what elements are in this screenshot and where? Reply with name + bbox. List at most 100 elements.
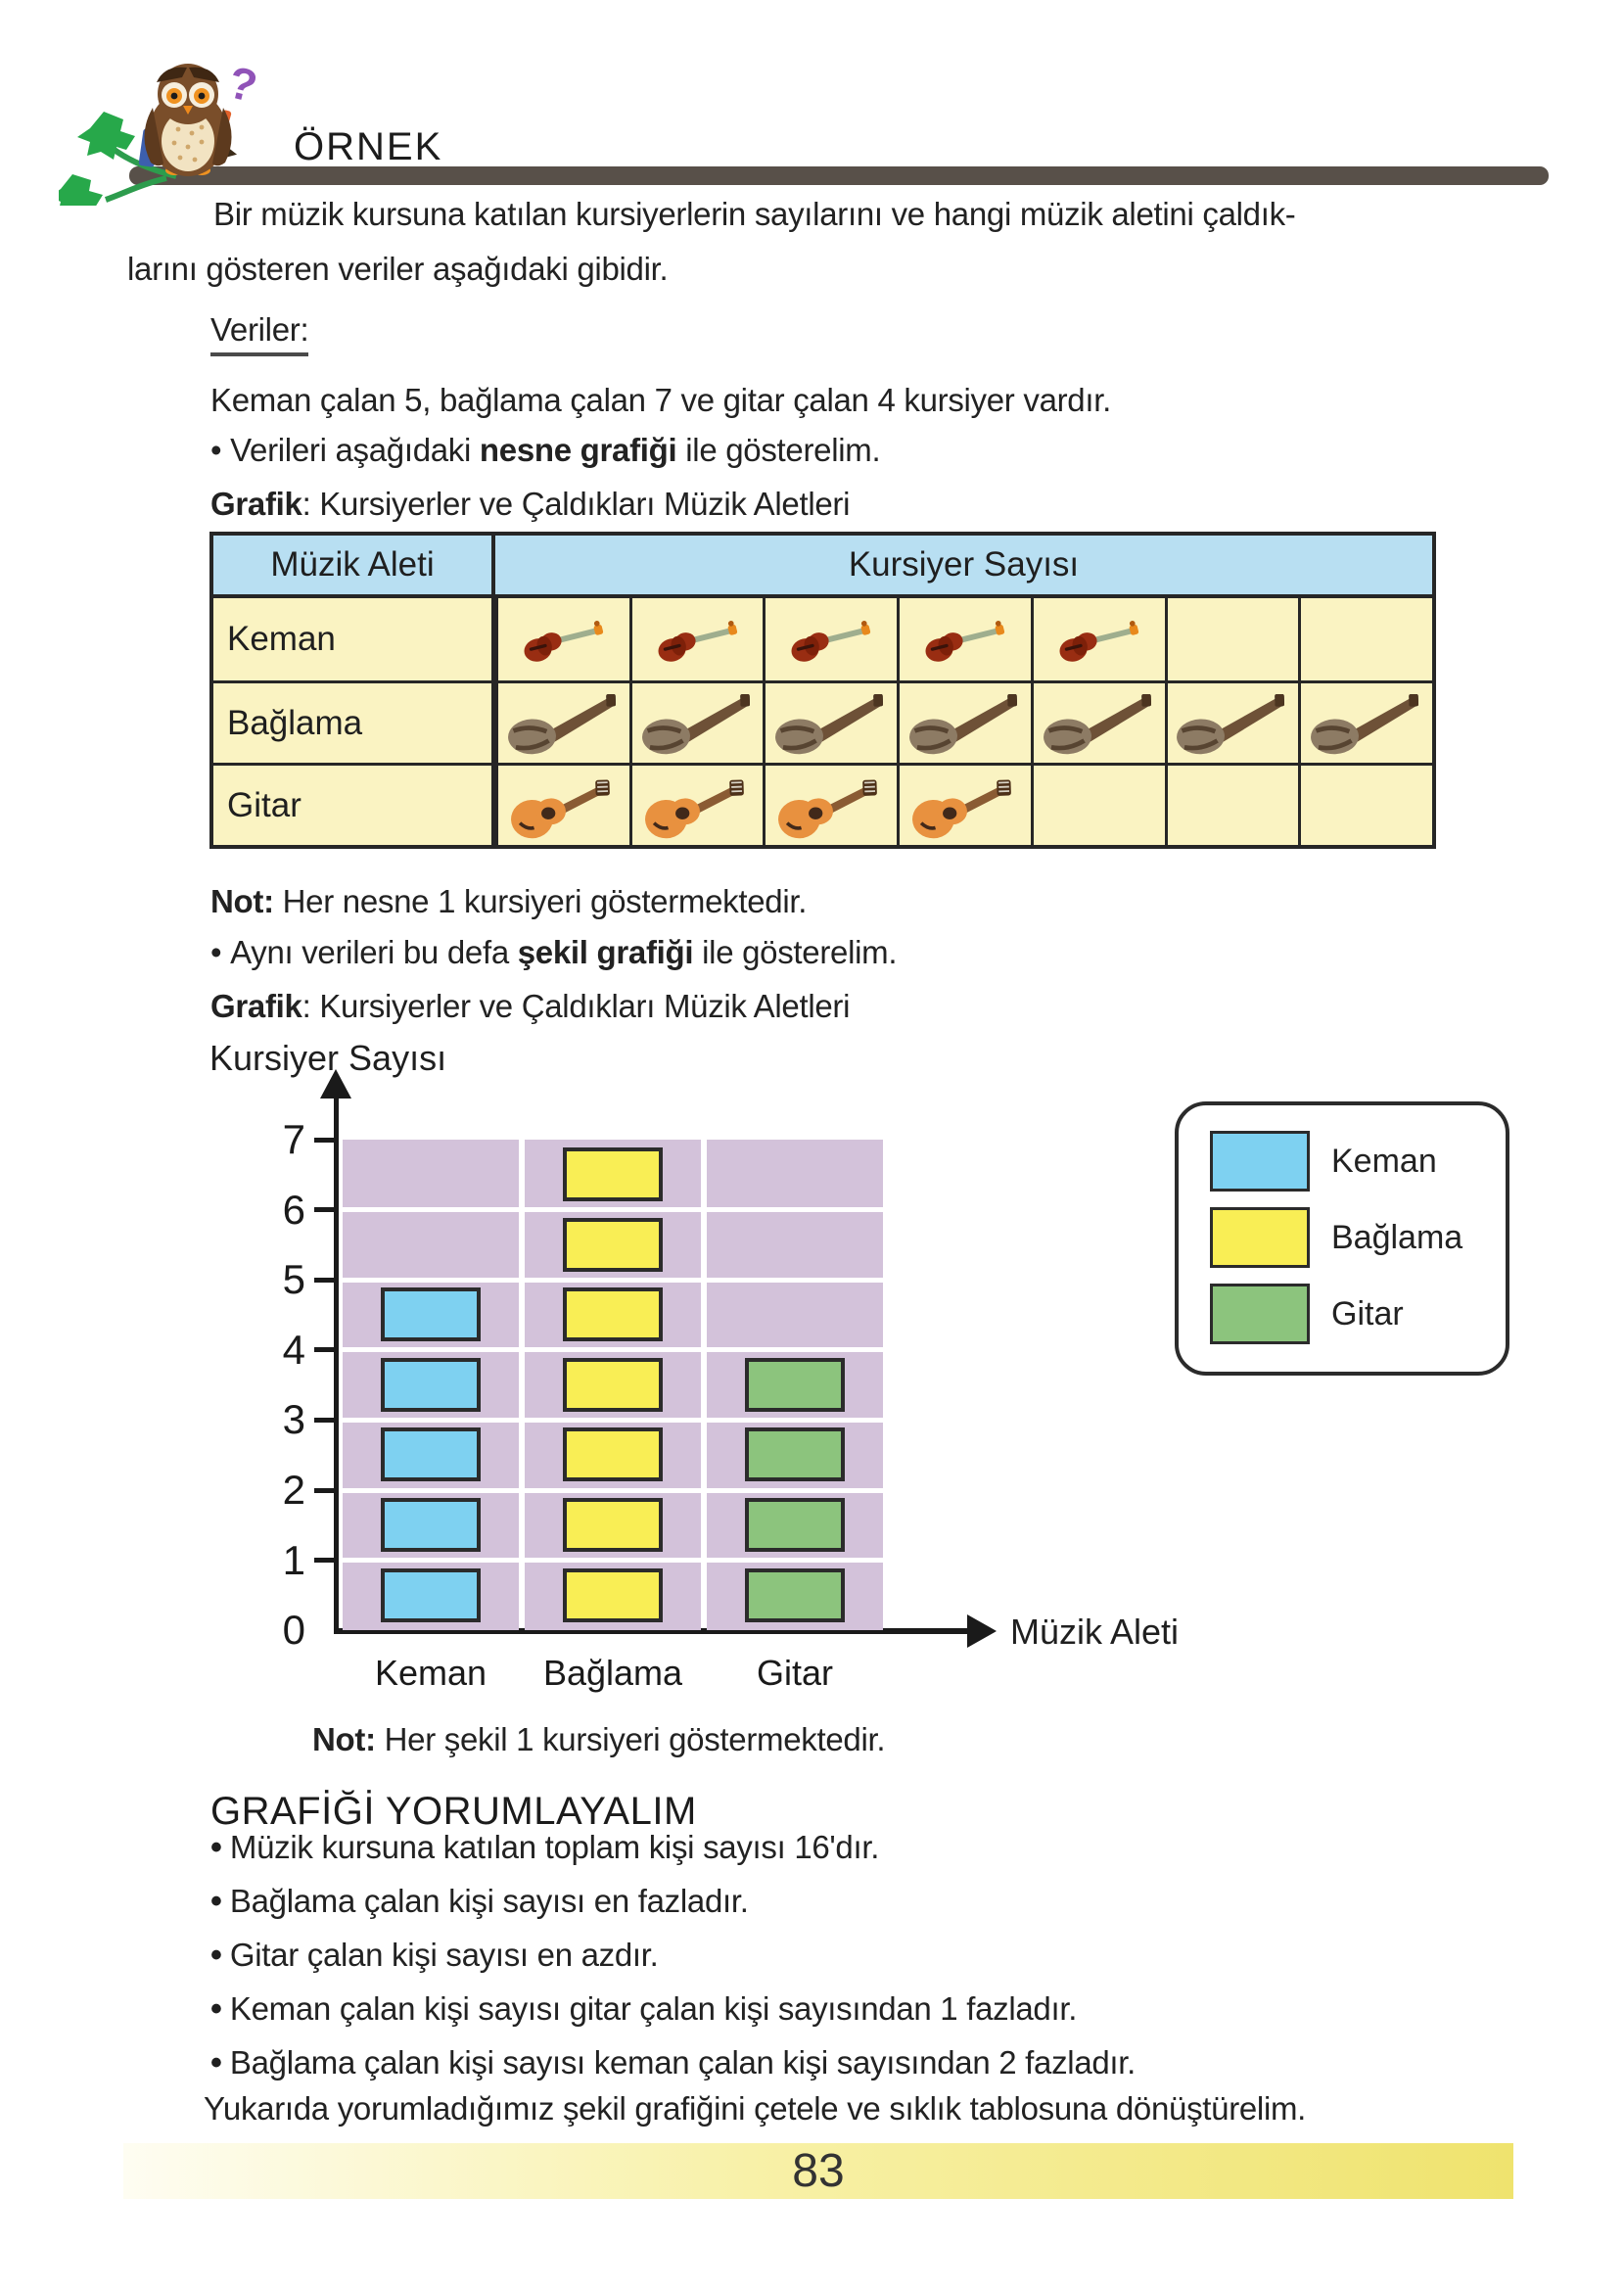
example-heading: ÖRNEK	[294, 125, 443, 168]
unit-square	[745, 1567, 845, 1622]
x-category-label: Gitar	[756, 1653, 833, 1693]
x-category-label: Keman	[374, 1653, 487, 1693]
y-tick-mark	[314, 1417, 335, 1423]
baglama-icon	[637, 692, 759, 755]
y-tick-label: 7	[282, 1116, 305, 1162]
x-axis-line	[334, 1628, 968, 1634]
baglama-icon	[1172, 692, 1293, 755]
bullet-text: Bağlama çalan kişi sayısı keman çalan ki…	[229, 2044, 1137, 2081]
baglama-icon	[503, 692, 625, 755]
interpret-bullets: •Müzik kursuna katılan toplam kişi sayıs…	[210, 1829, 1136, 2098]
violin-icon	[649, 610, 747, 669]
unit-square	[563, 1498, 663, 1552]
intro-line-2: larını gösteren veriler aşağıdaki gibidi…	[127, 251, 669, 287]
unit-square	[563, 1567, 663, 1622]
baglama-icon	[905, 692, 1026, 755]
unit-square	[563, 1217, 663, 1272]
bullet-icon: •	[210, 1829, 222, 1866]
leaf	[77, 112, 135, 160]
y-tick-mark	[314, 1207, 335, 1213]
bullet-text: Keman çalan kişi sayısı gitar çalan kişi…	[229, 1990, 1078, 2027]
row-label: Gitar	[213, 766, 495, 845]
object-cell	[1164, 598, 1299, 680]
object-cell	[495, 598, 629, 680]
object-cell	[1164, 683, 1299, 763]
legend-item: Keman	[1210, 1131, 1506, 1192]
x-axis-title: Müzik Aleti	[1010, 1612, 1180, 1652]
y-tick-mark	[314, 1137, 335, 1143]
object-cell	[628, 598, 764, 680]
interpret-bullet: •Müzik kursuna katılan toplam kişi sayıs…	[210, 1829, 1136, 1883]
legend-label: Bağlama	[1331, 1218, 1463, 1256]
interpret-heading: GRAFİĞİ YORUMLAYALIM	[210, 1790, 697, 1833]
intro-line-1: Bir müzik kursuna katılan kursiyerlerin …	[213, 196, 1296, 232]
object-graph-row: Keman	[213, 598, 1432, 680]
gridline	[341, 1277, 885, 1283]
object-cell	[897, 683, 1031, 763]
object-cell	[628, 766, 764, 845]
legend-label: Keman	[1331, 1142, 1437, 1180]
object-cell	[1030, 598, 1165, 680]
y-tick-mark	[314, 1487, 335, 1493]
object-cell	[1298, 766, 1432, 845]
unit-square	[745, 1427, 845, 1482]
y-tick-mark	[314, 1558, 335, 1564]
unit-square	[745, 1498, 845, 1552]
violin-icon	[1050, 610, 1148, 669]
bullet-text: Bağlama çalan kişi sayısı en fazladır.	[229, 1883, 749, 1919]
unit-square	[381, 1287, 481, 1342]
object-cell	[897, 766, 1031, 845]
unit-square	[381, 1427, 481, 1482]
interpret-bullet: •Bağlama çalan kişi sayısı en fazladır.	[210, 1883, 1136, 1937]
baglama-icon	[1306, 692, 1427, 755]
violin-icon	[782, 610, 880, 669]
unit-square	[563, 1147, 663, 1201]
legend-item: Gitar	[1210, 1284, 1506, 1344]
footer-bar: 83	[123, 2143, 1513, 2199]
guitar-icon	[507, 772, 621, 839]
bullet-icon: •	[210, 1990, 222, 2028]
y-tick-mark	[314, 1277, 335, 1283]
legend-label: Gitar	[1331, 1294, 1404, 1333]
shape-graph-bullet: • Aynı verileri bu defa şekil grafiği il…	[210, 934, 898, 970]
unit-square	[381, 1567, 481, 1622]
shape-graph-caption: Grafik: Kursiyerler ve Çaldıkları Müzik …	[210, 988, 851, 1024]
interpret-bullet: •Gitar çalan kişi sayısı en azdır.	[210, 1937, 1136, 1990]
column-header-instrument: Müzik Aleti	[213, 536, 495, 594]
legend-swatch	[1210, 1131, 1310, 1192]
unit-square	[563, 1357, 663, 1412]
guitar-icon	[774, 772, 888, 839]
y-tick-label: 5	[282, 1256, 305, 1303]
leaf	[59, 174, 103, 206]
interpret-bullet: •Keman çalan kişi sayısı gitar çalan kiş…	[210, 1990, 1136, 2044]
violin-icon	[515, 610, 613, 669]
object-cell	[495, 683, 629, 763]
y-axis-line	[334, 1093, 339, 1634]
object-cell	[763, 598, 897, 680]
object-cell	[897, 598, 1031, 680]
closing-line: Yukarıda yorumladığımız şekil grafiğini …	[204, 2090, 1307, 2127]
unit-square	[563, 1287, 663, 1342]
question-mark-icon: ?	[223, 56, 262, 112]
object-cell	[1298, 598, 1432, 680]
object-cell	[495, 766, 629, 845]
unit-square	[563, 1427, 663, 1482]
object-graph-row: Bağlama	[213, 680, 1432, 763]
interpret-bullet: •Bağlama çalan kişi sayısı keman çalan k…	[210, 2044, 1136, 2098]
gridline	[341, 1487, 885, 1493]
object-graph-caption: Grafik: Kursiyerler ve Çaldıkları Müzik …	[210, 486, 851, 522]
object-graph-row: Gitar	[213, 763, 1432, 845]
y-tick-label: 0	[282, 1607, 305, 1654]
y-tick-label: 6	[282, 1186, 305, 1233]
row-label: Bağlama	[213, 683, 495, 763]
bullet-icon: •	[210, 1937, 222, 1974]
violin-icon	[916, 610, 1014, 669]
object-cell	[1030, 766, 1165, 845]
unit-square	[381, 1357, 481, 1412]
y-tick-mark	[314, 1347, 335, 1353]
bullet-text: Gitar çalan kişi sayısı en azdır.	[229, 1937, 659, 1973]
